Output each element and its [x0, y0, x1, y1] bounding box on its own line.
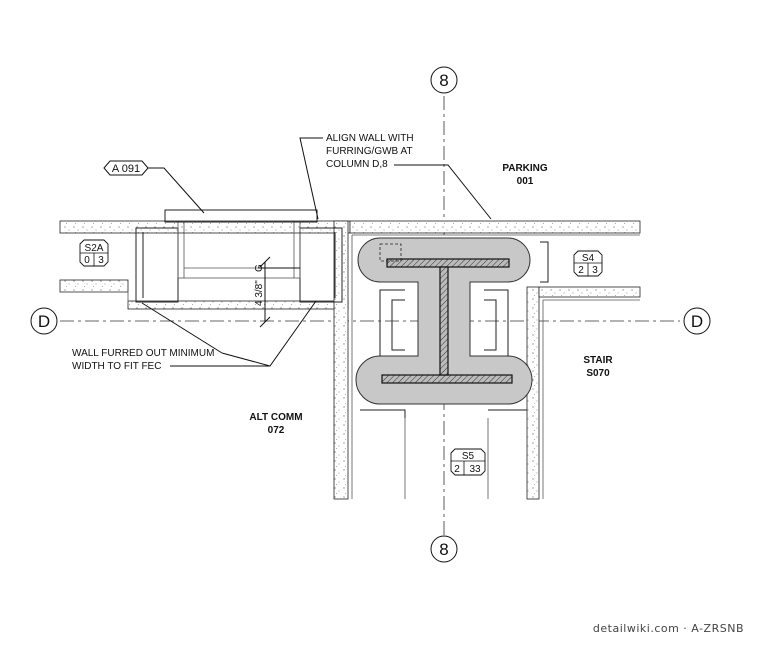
furring-box-left — [135, 227, 179, 303]
opening-header — [164, 209, 318, 223]
svg-text:33: 33 — [469, 464, 481, 475]
grid-bubble-top: 8 — [430, 66, 458, 94]
svg-text:S070: S070 — [586, 368, 610, 379]
grid-bubble-left: D — [30, 307, 58, 335]
svg-text:S4: S4 — [582, 253, 595, 264]
dimension-mark: G — [254, 264, 265, 272]
section-tag: A 091 — [103, 160, 205, 214]
dimension-label: 4 3/8" — [254, 280, 265, 306]
svg-text:0: 0 — [84, 255, 90, 266]
steel-bottom-flange — [381, 374, 513, 384]
svg-text:D: D — [691, 312, 703, 331]
svg-text:2: 2 — [454, 464, 460, 475]
svg-text:A 091: A 091 — [112, 163, 140, 175]
wall-tag-s4: S4 2 3 — [573, 250, 603, 277]
svg-text:S2A: S2A — [85, 243, 104, 254]
svg-text:8: 8 — [439, 71, 448, 90]
svg-text:PARKING: PARKING — [502, 163, 548, 174]
grid-bubble-right: D — [683, 307, 711, 335]
svg-text:FURRING/GWB AT: FURRING/GWB AT — [326, 146, 412, 157]
top-wall-band — [59, 220, 351, 234]
svg-text:3: 3 — [98, 255, 104, 266]
credit-text: detailwiki.com · A-ZRSNB — [593, 622, 744, 635]
wall-tag-s5: S5 2 33 — [450, 448, 486, 476]
svg-text:072: 072 — [268, 425, 285, 436]
note-wall-furred: WALL FURRED OUT MINIMUM WIDTH TO FIT FEC — [72, 300, 317, 372]
svg-text:8: 8 — [439, 540, 448, 559]
top-wall-band-right — [349, 220, 641, 234]
svg-text:3: 3 — [592, 265, 598, 276]
stair-top-wall — [538, 286, 641, 298]
svg-text:STAIR: STAIR — [583, 355, 613, 366]
svg-text:WIDTH TO FIT FEC: WIDTH TO FIT FEC — [72, 361, 161, 372]
svg-text:WALL FURRED OUT MINIMUM: WALL FURRED OUT MINIMUM — [72, 348, 214, 359]
svg-text:2: 2 — [578, 265, 584, 276]
svg-text:COLUMN D,8: COLUMN D,8 — [326, 159, 388, 170]
note-align-wall: ALIGN WALL WITH FURRING/GWB AT COLUMN D,… — [299, 133, 492, 220]
vertical-wall-left — [333, 220, 349, 500]
room-label-parking: PARKING 001 — [502, 163, 548, 187]
wall-tag-s2a: S2A 0 3 — [79, 239, 109, 267]
embed-plate-dashed — [379, 243, 402, 262]
room-label-alt-comm: ALT COMM 072 — [249, 412, 302, 436]
svg-text:S5: S5 — [462, 451, 475, 462]
room-label-stair: STAIR S070 — [583, 355, 613, 379]
svg-text:001: 001 — [517, 176, 534, 187]
left-room-bottom-wall — [59, 279, 129, 293]
svg-text:ALT COMM: ALT COMM — [249, 412, 302, 423]
steel-web — [439, 266, 449, 376]
steel-top-flange — [386, 258, 510, 268]
svg-text:D: D — [38, 312, 50, 331]
grid-bubble-bottom: 8 — [430, 535, 458, 563]
svg-text:ALIGN WALL WITH: ALIGN WALL WITH — [326, 133, 414, 144]
